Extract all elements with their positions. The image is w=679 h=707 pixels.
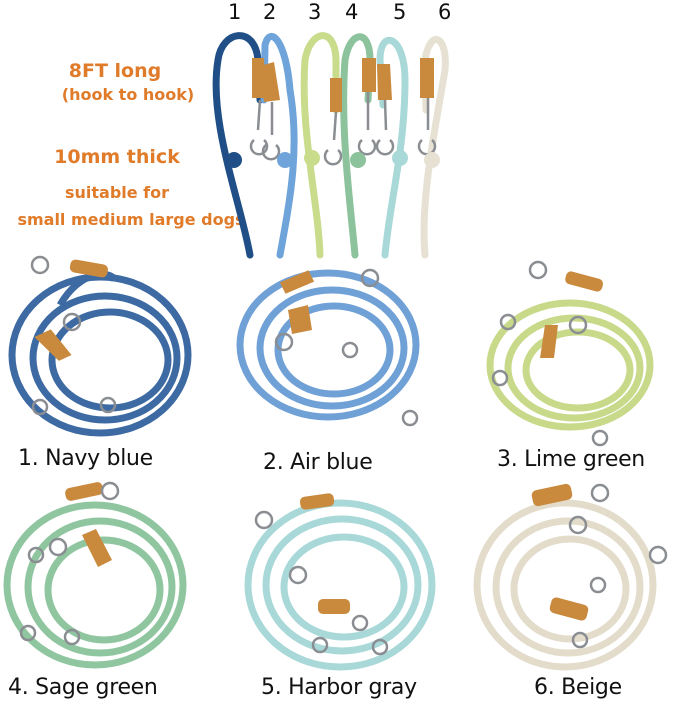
leash-coil-air-blue <box>236 268 420 427</box>
variant-label-1: 1. Navy blue <box>18 446 153 471</box>
leash-coil-lime-green <box>486 260 654 447</box>
variant-3: 3. Lime green <box>470 250 679 475</box>
leash-coil-navy <box>8 255 192 437</box>
promo-length: 8FT long <box>68 60 162 82</box>
hanging-number-6: 6 <box>438 0 452 24</box>
hanging-number-5: 5 <box>393 0 407 24</box>
leash-coil-beige <box>473 483 668 671</box>
variant-label-5: 5. Harbor gray <box>261 675 417 700</box>
hanging-number-3: 3 <box>308 0 322 24</box>
variant-2: 2. Air blue <box>230 250 470 475</box>
leash-coil-harbor-gray <box>244 493 436 671</box>
promo-suitability-line1: suitable for <box>64 183 170 202</box>
hanging-leashes: 1 2 3 4 5 6 <box>200 0 480 260</box>
hanging-number-1: 1 <box>228 0 242 24</box>
variant-label-3: 3. Lime green <box>497 447 645 472</box>
hanging-number-4: 4 <box>345 0 359 24</box>
promo-thickness: 10mm thick <box>54 146 180 168</box>
variant-4: 4. Sage green <box>0 475 230 707</box>
hanging-number-2: 2 <box>263 0 277 24</box>
hanging-leashes-drawing <box>212 32 449 259</box>
variant-1: 1. Navy blue <box>0 250 230 475</box>
variant-label-4: 4. Sage green <box>8 675 158 700</box>
promo-length-note: (hook to hook) <box>61 85 195 104</box>
leash-coil-sage-green <box>3 481 187 669</box>
variant-6: 6. Beige <box>470 475 679 707</box>
variant-label-2: 2. Air blue <box>263 450 373 475</box>
promo-suitability-line2: small medium large dogs <box>17 210 245 229</box>
variant-5: 5. Harbor gray <box>230 475 470 707</box>
variant-label-6: 6. Beige <box>534 675 622 700</box>
